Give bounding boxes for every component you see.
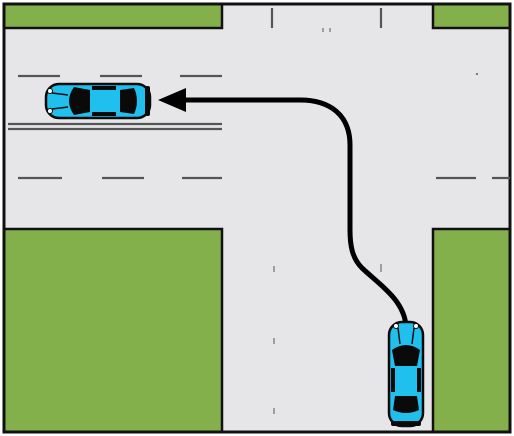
grass-bottom-left xyxy=(4,229,222,432)
grass-top-left xyxy=(4,4,222,28)
grass-top-right xyxy=(433,4,510,28)
car-start-icon xyxy=(389,322,423,426)
grass-bottom-right xyxy=(433,229,510,432)
car-end-icon xyxy=(46,84,150,118)
